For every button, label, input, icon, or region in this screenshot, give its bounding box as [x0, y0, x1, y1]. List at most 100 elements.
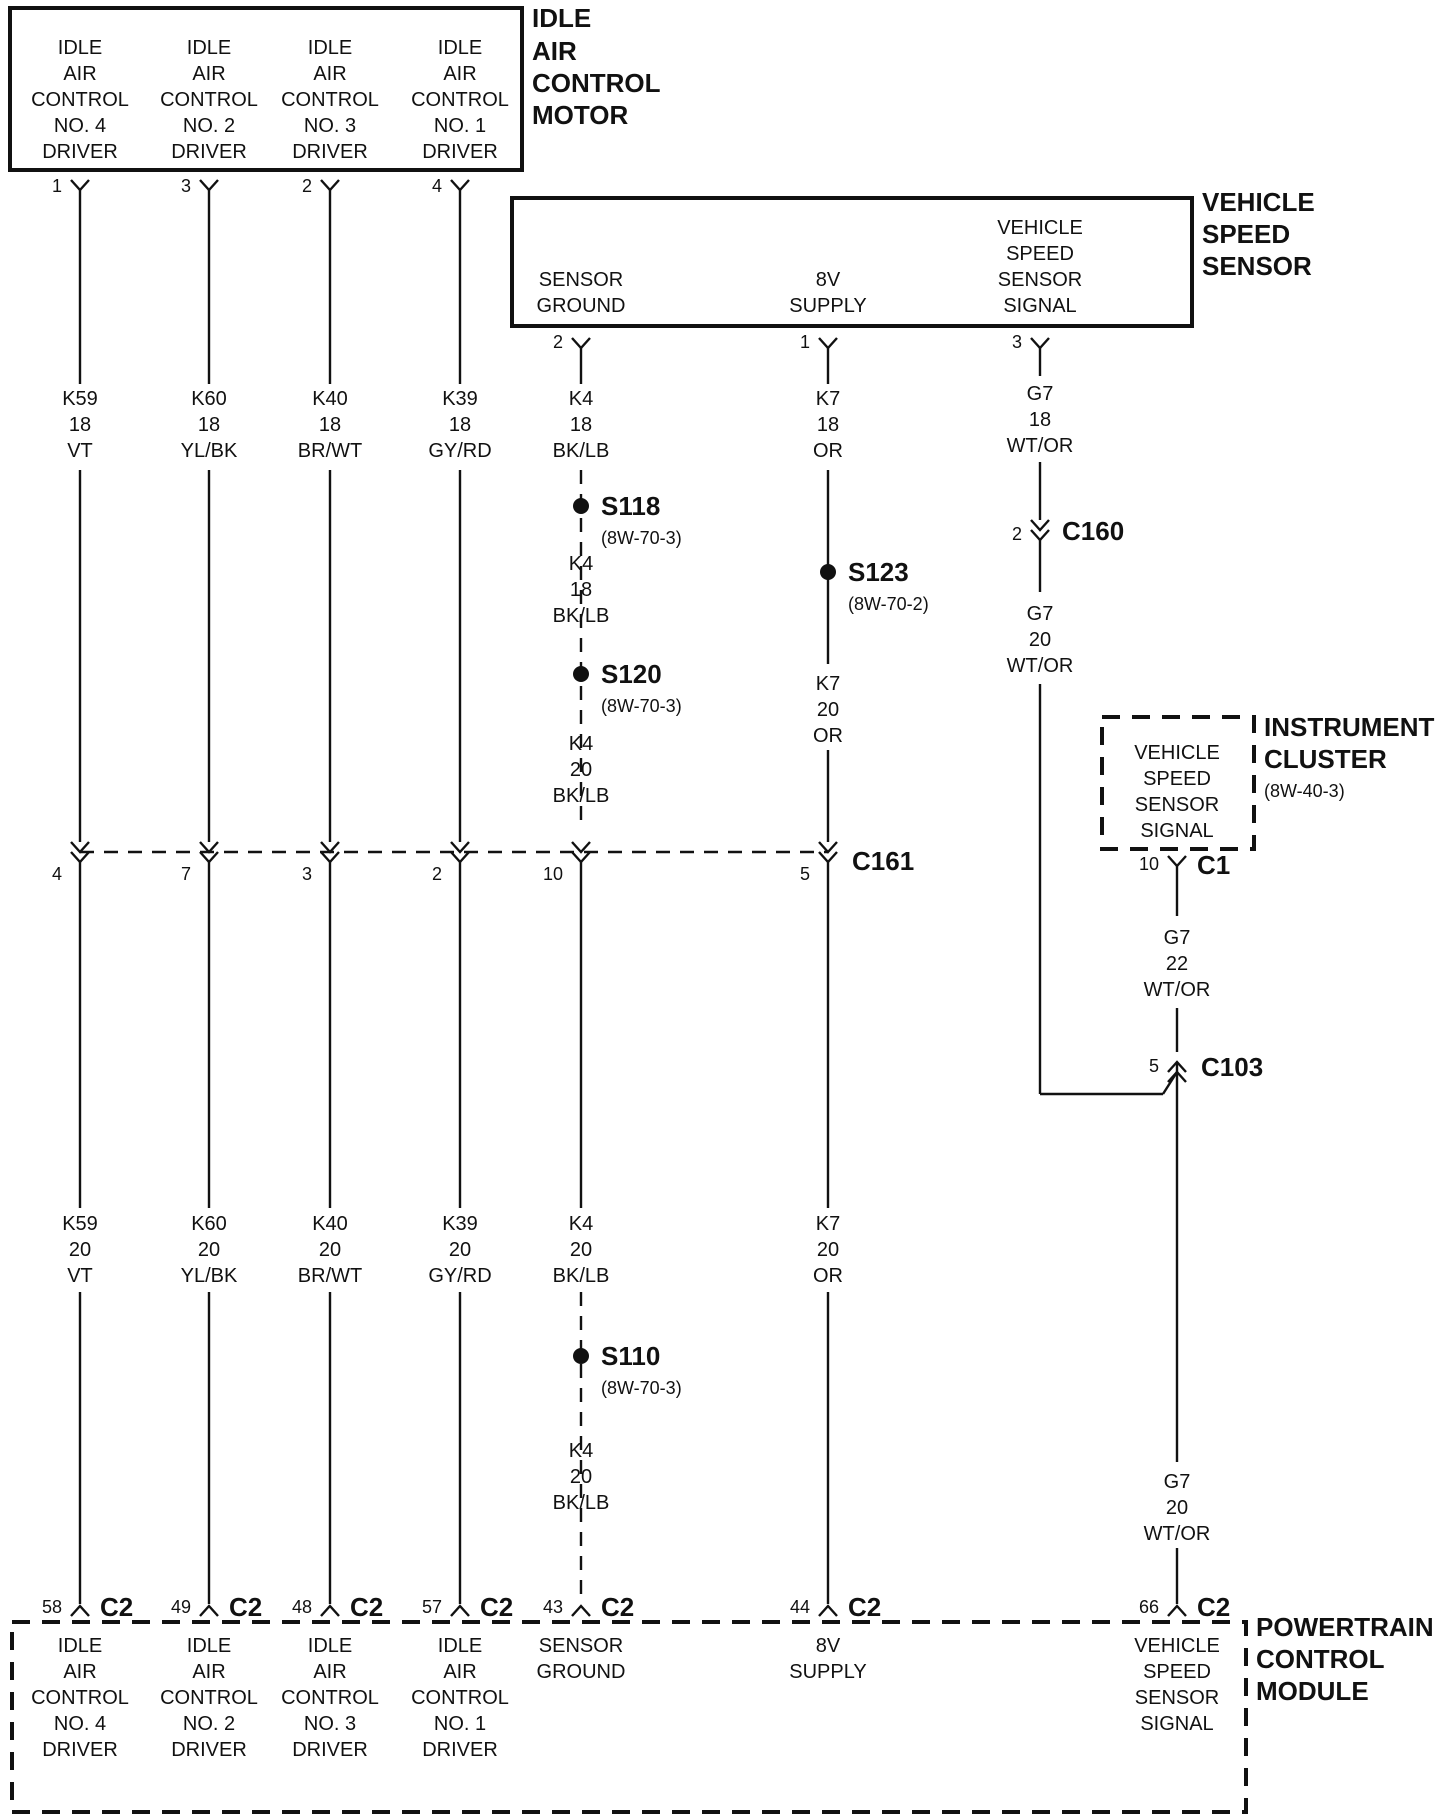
vss-terminal-symbol: [571, 337, 591, 350]
wire-label: G7: [1164, 1471, 1191, 1493]
iac-pin-function-label: CONTROL: [281, 89, 379, 111]
wire-label: K39: [442, 1213, 478, 1235]
c161-connector-symbol: [571, 841, 591, 854]
cluster-title-line: INSTRUMENT: [1264, 712, 1435, 742]
splice-name: S110: [601, 1341, 660, 1371]
wire-label: K7: [816, 388, 840, 410]
iac-pin-function-label: IDLE: [438, 37, 482, 59]
iac-pin-function-label: AIR: [443, 63, 476, 85]
wire-label: BK/LB: [553, 785, 610, 807]
wire-label: WT/OR: [1007, 655, 1074, 677]
wire-label: K4: [569, 388, 593, 410]
vss-pin-number: 1: [800, 332, 810, 352]
wire-label: BK/LB: [553, 1265, 610, 1287]
cluster-pin-function-label: SIGNAL: [1140, 820, 1213, 842]
c161-pin-number: 4: [52, 864, 62, 884]
pcm-connector-name: C2: [601, 1592, 634, 1622]
cluster-connector-name: C1: [1197, 850, 1230, 880]
wire-label: 20: [319, 1239, 341, 1261]
wire-label: K4: [569, 553, 593, 575]
c160-connector-name: C160: [1062, 516, 1124, 546]
pcm-pin-function-label: CONTROL: [281, 1687, 379, 1709]
wire-label: 20: [1166, 1497, 1188, 1519]
wire-label: GY/RD: [428, 1265, 491, 1287]
pcm-pin-function-label: AIR: [443, 1661, 476, 1683]
iac-pin-function-label: DRIVER: [292, 141, 368, 163]
pcm-pin-function-label: DRIVER: [422, 1739, 498, 1761]
pcm-pin-function-label: NO. 1: [434, 1713, 486, 1735]
pcm-pin-function-label: NO. 3: [304, 1713, 356, 1735]
wire-label: G7: [1164, 927, 1191, 949]
iac-pin-function-label: IDLE: [58, 37, 102, 59]
pcm-terminal-symbol: [1167, 1604, 1187, 1617]
pcm-pin-function-label: 8V: [816, 1635, 841, 1657]
pcm-title-line: CONTROL: [1256, 1644, 1385, 1674]
iac-pin-function-label: AIR: [63, 63, 96, 85]
c161-connector-symbol: [320, 851, 340, 864]
pcm-pin-number: 49: [171, 1597, 191, 1617]
pcm-pin-function-label: SUPPLY: [789, 1661, 866, 1683]
wire-label: OR: [813, 440, 843, 462]
c161-connector-symbol: [199, 851, 219, 864]
cluster-pin-function-label: VEHICLE: [1134, 742, 1220, 764]
pcm-pin-function-label: NO. 4: [54, 1713, 106, 1735]
c103-pin-number: 5: [1149, 1056, 1159, 1076]
cluster-ref: (8W-40-3): [1264, 781, 1345, 801]
pcm-pin-function-label: IDLE: [308, 1635, 352, 1657]
splice-name: S120: [601, 659, 662, 689]
cluster-pin-function-label: SPEED: [1143, 768, 1211, 790]
wire-labels: K5918VTK5920VTK6018YL/BKK6020YL/BKK4018B…: [62, 383, 1210, 1545]
vss-pin-function-label: SPEED: [1006, 243, 1074, 265]
pcm-pin-number: 66: [1139, 1597, 1159, 1617]
pcm-pin-number: 57: [422, 1597, 442, 1617]
iac-pin-function-label: DRIVER: [42, 141, 118, 163]
wire-label: 20: [449, 1239, 471, 1261]
wire-label: 18: [817, 414, 839, 436]
wire-label: WT/OR: [1007, 435, 1074, 457]
c161-connector-symbol: [571, 851, 591, 864]
wire-label: 20: [570, 1466, 592, 1488]
vss-pin-function-label: SENSOR: [998, 269, 1082, 291]
wire-label: K4: [569, 1213, 593, 1235]
vss-pin-function-label: SIGNAL: [1003, 295, 1076, 317]
c103-connector-symbol: [1167, 1060, 1187, 1073]
vss-pin-number: 2: [553, 332, 563, 352]
iac-pin-function-label: NO. 1: [434, 115, 486, 137]
wire-label: K4: [569, 1440, 593, 1462]
pcm-pin-function-label: SENSOR: [1135, 1687, 1219, 1709]
pcm-terminal-symbol: [450, 1604, 470, 1617]
wire-label: K40: [312, 1213, 348, 1235]
c161-connector-name: C161: [852, 846, 914, 876]
splice-ref: (8W-70-3): [601, 696, 682, 716]
pcm-connector-name: C2: [100, 1592, 133, 1622]
pcm-pin-function-label: SENSOR: [539, 1635, 623, 1657]
cluster-title-line: CLUSTER: [1264, 744, 1387, 774]
pcm-pin-function-label: DRIVER: [292, 1739, 368, 1761]
iac-terminal-symbol: [70, 179, 90, 192]
iac-terminal-symbol: [199, 179, 219, 192]
cluster-title: INSTRUMENT CLUSTER (8W-40-3): [1264, 712, 1435, 801]
vss-title: VEHICLE SPEED SENSOR: [1202, 187, 1315, 281]
wire-label: 18: [319, 414, 341, 436]
pcm-pin-function-label: AIR: [192, 1661, 225, 1683]
splice-dot: [820, 564, 836, 580]
pcm-terminal-symbol: [818, 1604, 838, 1617]
pcm-pin-function-label: DRIVER: [171, 1739, 247, 1761]
wire-label: VT: [67, 1265, 93, 1287]
iac-pin-function-label: NO. 3: [304, 115, 356, 137]
wire-label: K59: [62, 1213, 98, 1235]
splice-ref: (8W-70-3): [601, 1378, 682, 1398]
wire-label: YL/BK: [181, 1265, 238, 1287]
splice-ref: (8W-70-3): [601, 528, 682, 548]
vss-pin-function-label: SENSOR: [539, 269, 623, 291]
pcm-pin-function-label: GROUND: [537, 1661, 626, 1683]
wire-label: K7: [816, 673, 840, 695]
iac-motor-box: [8, 6, 524, 172]
pcm-title-line: POWERTRAIN: [1256, 1612, 1434, 1642]
iac-motor-title: IDLE AIR CONTROL MOTOR: [532, 3, 661, 130]
wire-label: 18: [1029, 409, 1051, 431]
splice-dot: [573, 1348, 589, 1364]
iac-pin-function-label: NO. 4: [54, 115, 106, 137]
wire-label: K39: [442, 388, 478, 410]
